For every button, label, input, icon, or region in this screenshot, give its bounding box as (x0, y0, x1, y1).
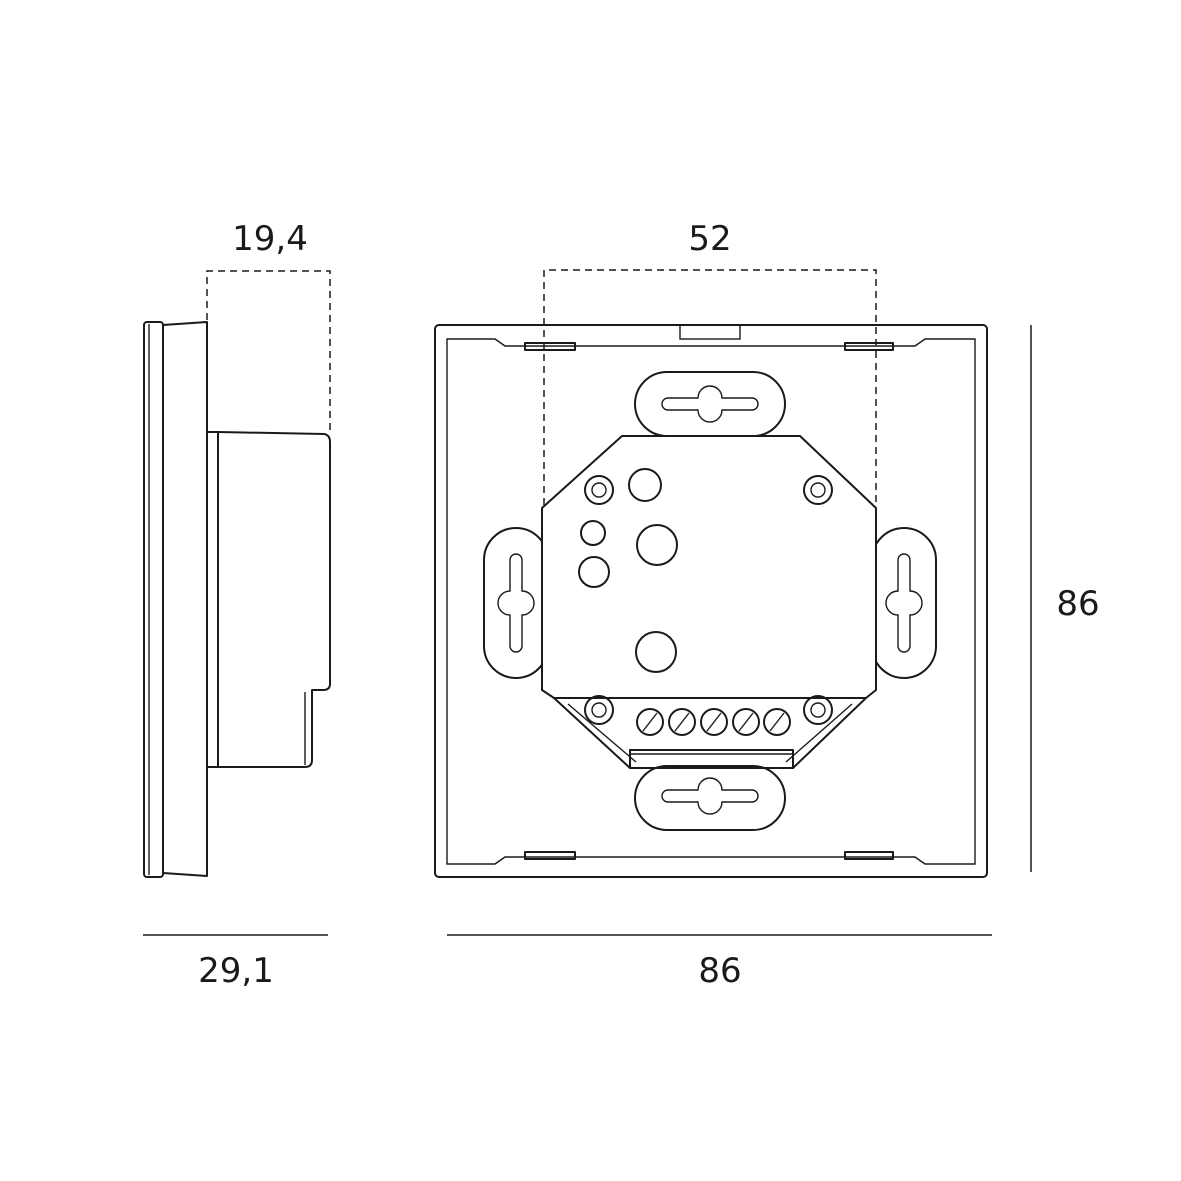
dim-86-width-label: 86 (698, 951, 741, 991)
mount-ear-left (483, 527, 549, 679)
mount-ear-bottom (634, 765, 786, 831)
keyhole-slot (497, 553, 535, 653)
dim-52-label: 52 (688, 219, 731, 259)
side-box-step (206, 431, 219, 768)
clip (844, 342, 894, 351)
dim-29-1-label: 29,1 (198, 951, 274, 991)
keyhole-slot (661, 777, 759, 815)
dim-86-height-label: 86 (1056, 584, 1099, 624)
module-holes (578, 468, 833, 725)
side-frame (162, 321, 208, 877)
side-view: 19,4 29,1 (143, 219, 331, 991)
clip (844, 851, 894, 860)
terminal-screws (636, 708, 791, 736)
terminal-cover (629, 749, 794, 769)
top-tab (679, 324, 741, 340)
dim-19-4-label: 19,4 (232, 219, 308, 259)
mount-ear-right (871, 527, 937, 679)
rear-view: 52 86 86 (434, 219, 1100, 991)
clip (524, 342, 576, 351)
dim-52-extension (543, 269, 877, 505)
dim-19-4-extension (206, 270, 331, 430)
keyhole-slot (661, 385, 759, 423)
mount-ear-top (634, 371, 786, 437)
clip (524, 851, 576, 860)
inner-frame (446, 338, 976, 865)
module-housing (541, 435, 877, 699)
keyhole-slot (885, 553, 923, 653)
side-box (217, 431, 331, 768)
side-front-plate (143, 321, 164, 878)
